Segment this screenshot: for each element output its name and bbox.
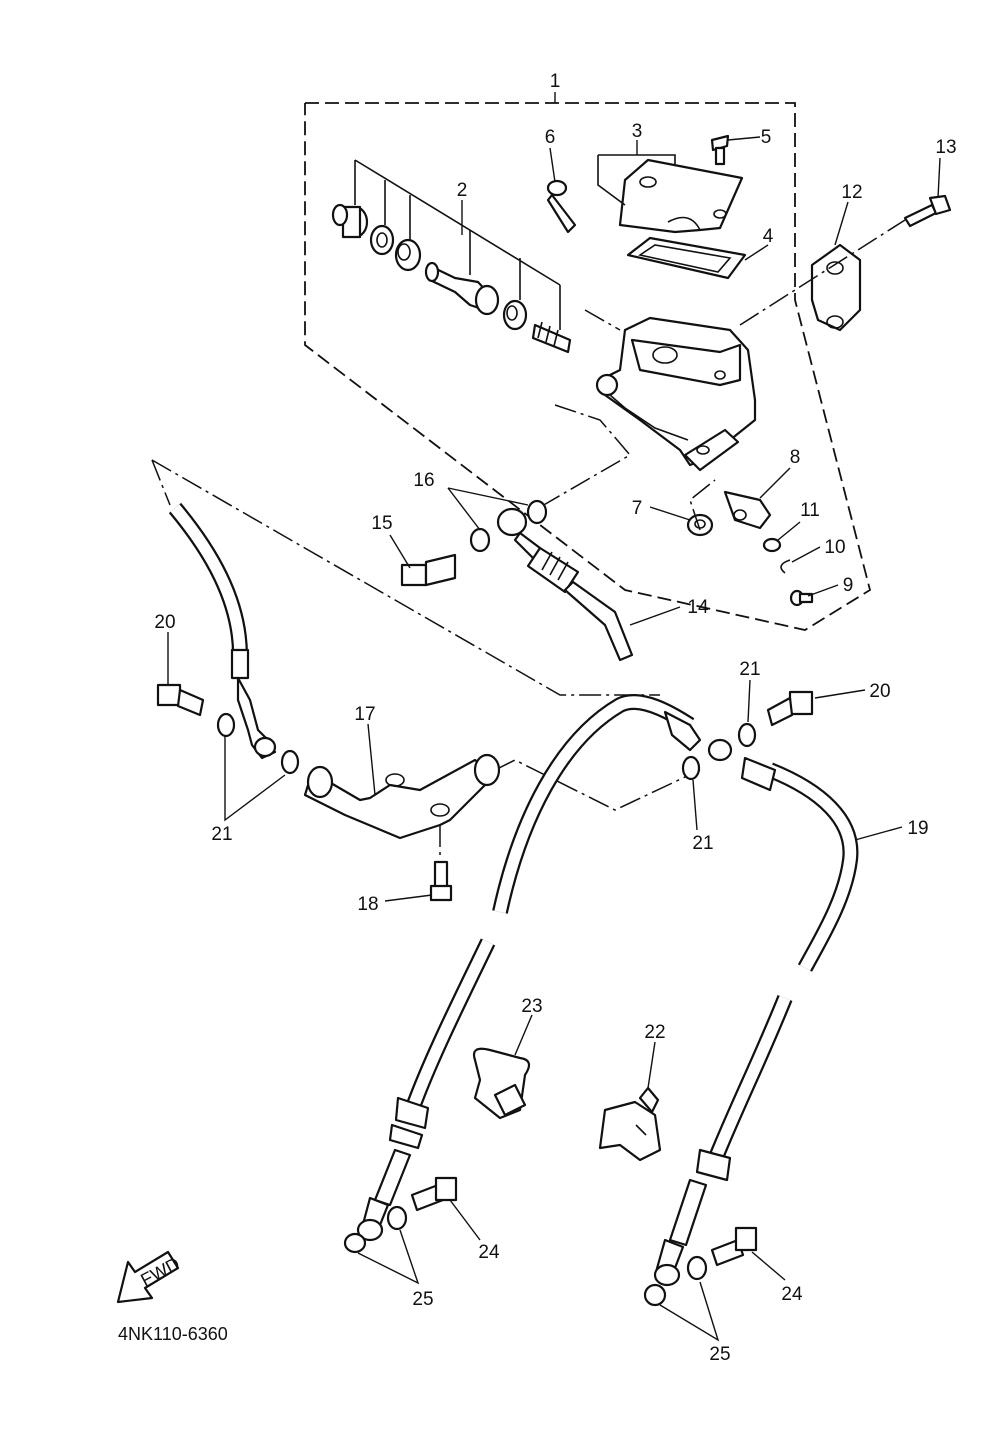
washer-25-right-a (643, 1283, 667, 1307)
callout-12: 12 (841, 182, 862, 203)
callout-19: 19 (907, 818, 928, 839)
hose-clamp-23 (472, 1047, 531, 1120)
upper-hose-left (168, 502, 277, 760)
washer-25-right-b (686, 1255, 708, 1281)
callout-10: 10 (824, 537, 845, 558)
callout-21b: 21 (739, 659, 760, 680)
washer-21-left-b (280, 749, 300, 775)
union-bolt-20-right (766, 690, 814, 727)
washer-11 (762, 537, 782, 553)
callout-2: 2 (457, 180, 468, 201)
callout-11: 11 (800, 500, 820, 521)
holder-bolt-13 (903, 194, 952, 228)
piston-spring-icon (531, 321, 572, 354)
copper-washer-16a (469, 527, 491, 553)
seal-cup-icon (394, 238, 422, 272)
copper-washer-16b (526, 499, 548, 525)
callout-18: 18 (357, 894, 378, 915)
piston-seal-icon (502, 299, 528, 331)
callout-3: 3 (632, 121, 643, 142)
callout-7: 7 (632, 498, 643, 519)
three-way-joint-17 (303, 753, 501, 840)
piston-cup-icon (331, 203, 369, 239)
fwd-direction-arrow-icon: FWD (116, 1250, 183, 1304)
callout-8: 8 (790, 447, 801, 468)
callout-25a: 25 (412, 1289, 433, 1310)
reservoir-cap-3 (618, 158, 744, 234)
washer-25-left-b (386, 1205, 408, 1231)
callout-20a: 20 (154, 612, 175, 633)
union-bolt-24-right (710, 1226, 758, 1267)
handlebar-holder-12 (810, 243, 862, 332)
callout-labels: 1 2 3 4 5 6 7 8 9 10 11 12 13 14 15 16 1… (154, 71, 956, 1365)
callout-13: 13 (935, 137, 956, 158)
brake-hose-14 (496, 507, 634, 662)
lower-hose-left (356, 938, 496, 1242)
hose-clamp-22 (598, 1086, 662, 1162)
master-cylinder-body (595, 316, 757, 472)
callout-21a: 21 (211, 824, 232, 845)
assembly-boundary-1 (304, 92, 872, 631)
piston-kit-2 (331, 159, 572, 354)
callout-4: 4 (763, 226, 774, 247)
washer-21-right-a (737, 722, 757, 748)
brake-hose-19 (492, 694, 859, 972)
callout-21c: 21 (692, 833, 713, 854)
callout-6: 6 (545, 127, 556, 148)
switch-screw-9 (789, 589, 814, 607)
callout-14: 14 (687, 597, 709, 618)
union-bolt-24-left (410, 1176, 458, 1212)
drawing-code: 4NK110-6360 (118, 1324, 228, 1344)
lower-hose-right (653, 995, 793, 1287)
clip-10 (780, 559, 791, 574)
callout-24b: 24 (781, 1284, 803, 1305)
piston-rod-icon (424, 261, 500, 316)
union-bolt-15 (400, 553, 457, 587)
joint-screw-18 (429, 860, 453, 902)
callout-16: 16 (413, 470, 434, 491)
callout-22: 22 (644, 1022, 665, 1043)
union-bolt-20-left (156, 683, 205, 717)
nut-7 (686, 513, 714, 537)
callout-5: 5 (761, 127, 772, 148)
washer-21-left-a (216, 712, 236, 738)
callout-23: 23 (521, 996, 542, 1017)
callout-15: 15 (371, 513, 392, 534)
callout-20b: 20 (869, 681, 890, 702)
callout-17: 17 (354, 704, 375, 725)
seal-ring-icon (369, 224, 395, 256)
brake-switch-8 (723, 490, 772, 530)
callout-9: 9 (843, 575, 854, 596)
callout-1: 1 (550, 71, 561, 92)
washer-21-right-b (681, 755, 701, 781)
callout-25b: 25 (709, 1344, 730, 1365)
reservoir-diaphragm-4 (626, 236, 747, 280)
bleeder-screw-6 (546, 179, 577, 234)
cap-screw-5 (710, 134, 730, 166)
leader-lines (167, 136, 941, 1342)
callout-24a: 24 (478, 1242, 500, 1263)
washer-25-left-a (343, 1232, 367, 1254)
